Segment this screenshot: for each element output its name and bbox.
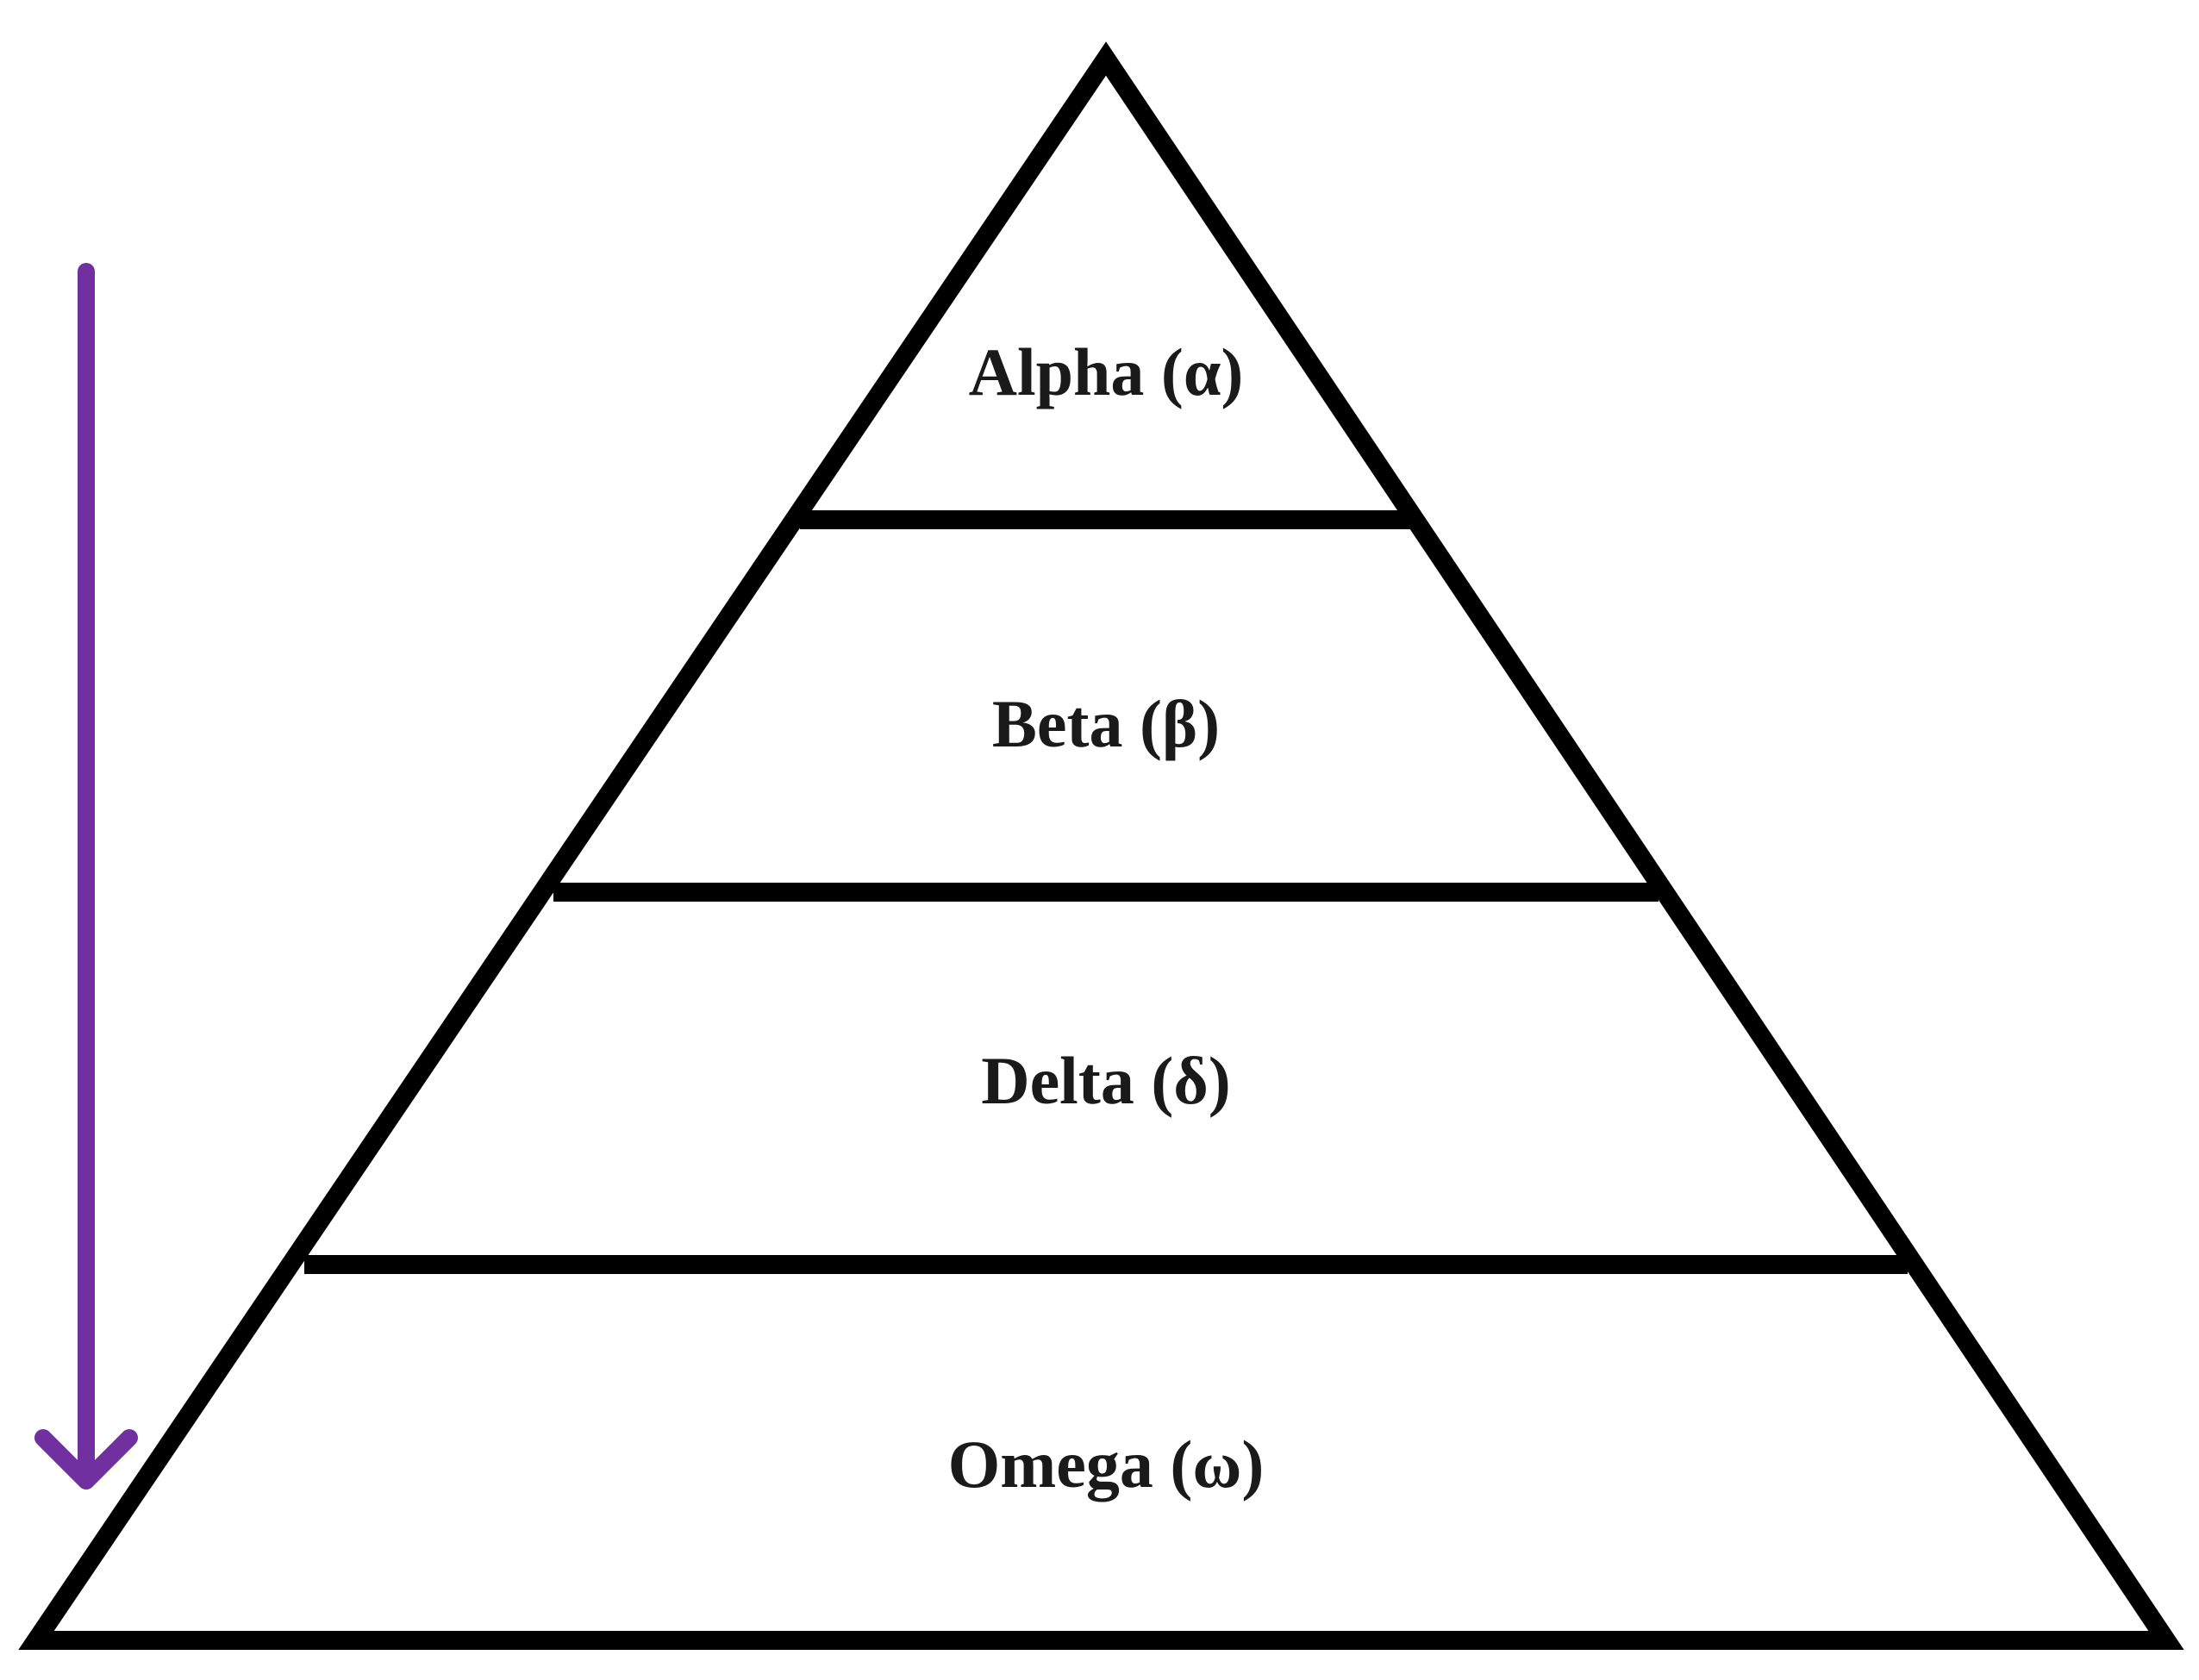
pyramid-outline bbox=[18, 41, 2184, 1650]
tier-label-beta: Beta (β) bbox=[992, 686, 1220, 761]
tier-label-omega: Omega (ω) bbox=[948, 1427, 1265, 1502]
tier-label-alpha: Alpha (α) bbox=[969, 334, 1244, 409]
tier-label-delta: Delta (δ) bbox=[981, 1043, 1231, 1118]
down-arrow bbox=[34, 263, 138, 1490]
arrow-head bbox=[34, 1429, 138, 1490]
